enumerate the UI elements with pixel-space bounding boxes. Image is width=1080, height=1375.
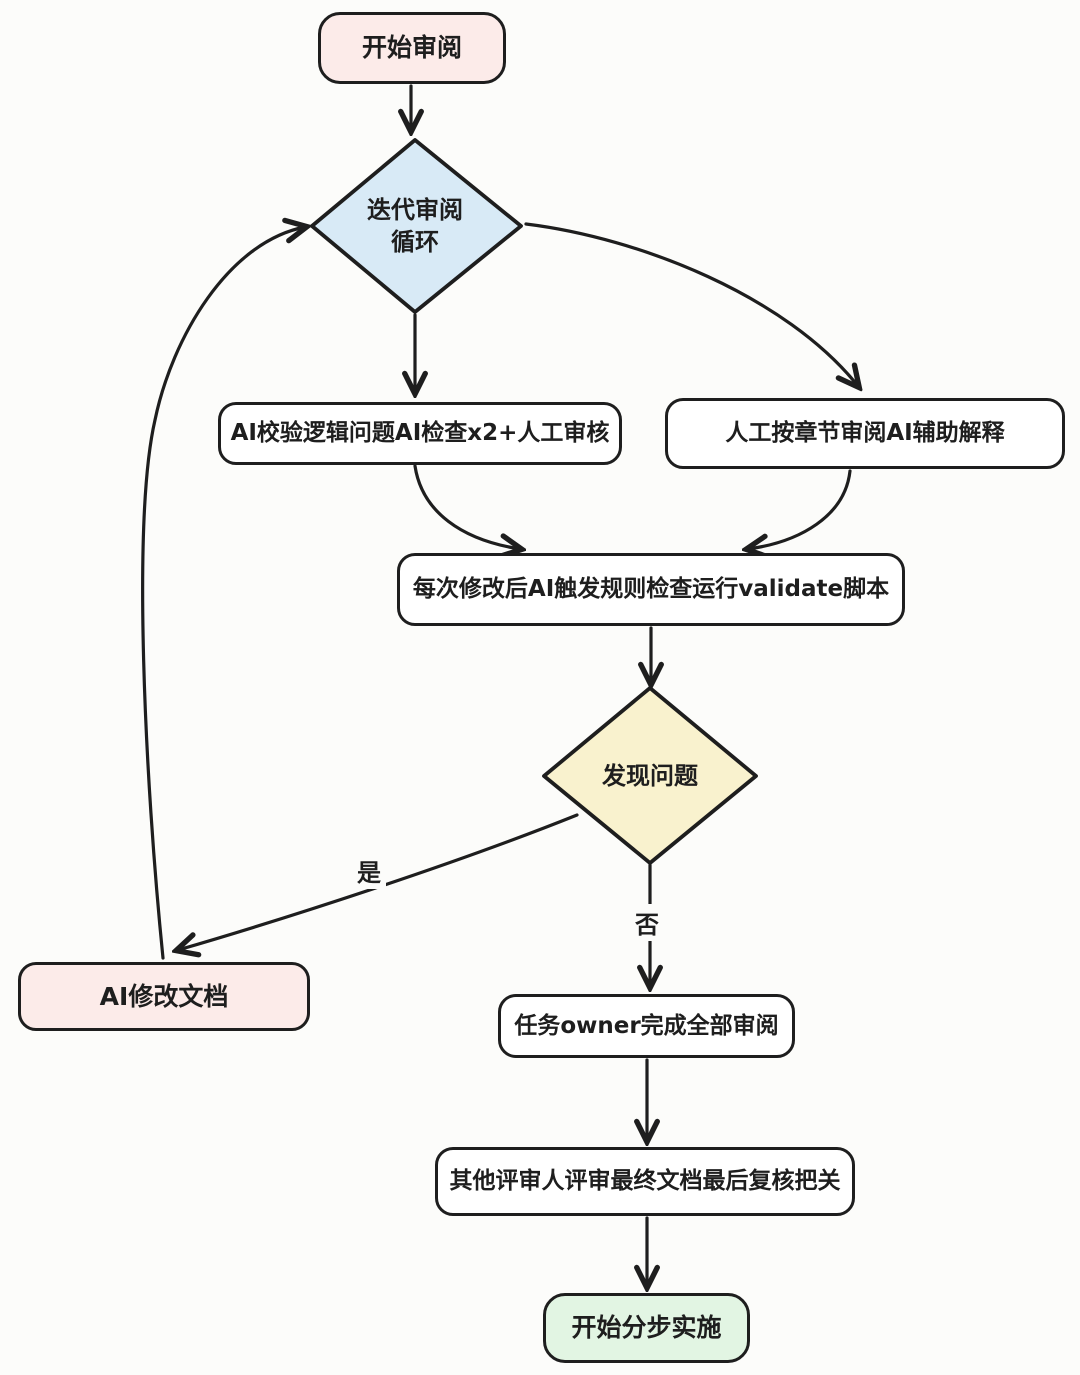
node-human-review-label: 人工按章节审阅AI辅助解释	[725, 420, 1005, 447]
node-loop-diamond-label: 迭代审阅 循环	[315, 160, 515, 292]
node-owner-done: 任务owner完成全部审阅	[498, 994, 795, 1058]
node-validate: 每次修改后AI触发规则检查运行validate脚本	[397, 553, 905, 626]
node-end-label: 开始分步实施	[571, 1313, 722, 1343]
issue-diamond-line1: 发现问题	[602, 761, 698, 790]
node-ai-check-label: AI校验逻辑问题AI检查x2+人工审核	[230, 420, 610, 447]
issue-diamond-shape	[542, 686, 758, 865]
node-final-review: 其他评审人评审最终文档最后复核把关	[435, 1147, 855, 1216]
edge-loop-to-human-review	[524, 222, 858, 386]
node-final-review-label: 其他评审人评审最终文档最后复核把关	[449, 1168, 841, 1195]
node-owner-done-label: 任务owner完成全部审阅	[514, 1012, 779, 1039]
edge-human-review-to-validate	[748, 469, 852, 549]
loop-diamond-line1: 迭代审阅	[367, 195, 463, 224]
node-end: 开始分步实施	[543, 1293, 750, 1363]
edge-label-yes: 是	[352, 852, 386, 889]
edge-ai-modify-to-loop	[141, 227, 305, 960]
node-ai-modify: AI修改文档	[18, 962, 310, 1031]
edge-label-no: 否	[630, 904, 664, 941]
node-ai-modify-label: AI修改文档	[99, 981, 229, 1011]
node-human-review: 人工按章节审阅AI辅助解释	[665, 398, 1065, 469]
edge-ai-check-to-validate	[413, 464, 520, 549]
node-start: 开始审阅	[318, 12, 506, 84]
loop-diamond-line2: 循环	[391, 228, 439, 256]
node-start-label: 开始审阅	[361, 33, 462, 63]
node-issue-diamond-label: 发现问题	[550, 710, 750, 842]
loop-diamond-shape	[310, 138, 523, 314]
node-validate-label: 每次修改后AI触发规则检查运行validate脚本	[412, 576, 890, 603]
node-ai-check: AI校验逻辑问题AI检查x2+人工审核	[218, 402, 622, 465]
